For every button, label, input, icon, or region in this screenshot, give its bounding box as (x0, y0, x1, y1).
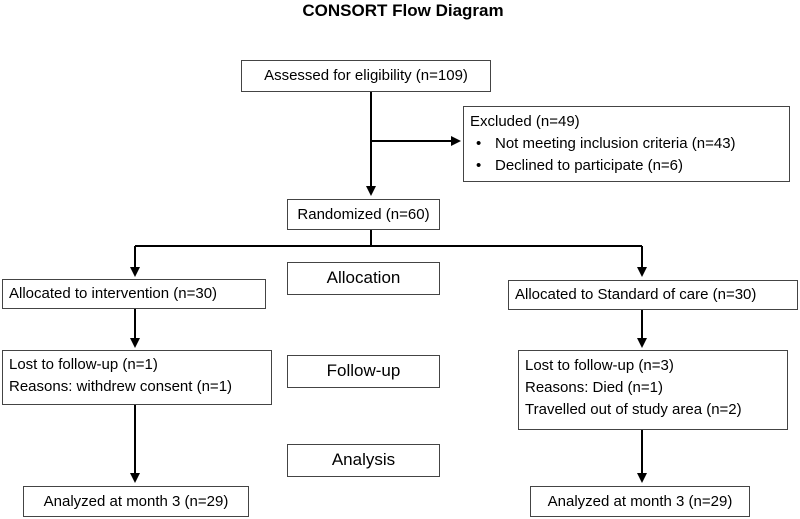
intervention-analyzed-text: Analyzed at month 3 (n=29) (43, 493, 229, 510)
soc-lost-box: Lost to follow-up (n=3) Reasons: Died (n… (518, 350, 788, 430)
intervention-lost-line: Lost to follow-up (n=1) (9, 356, 158, 373)
stage-analysis-label: Analysis (331, 450, 396, 469)
excluded-bullet: • Declined to participate (n=6) (470, 155, 783, 177)
soc-lost-line: Lost to follow-up (n=3) (525, 357, 674, 374)
soc-lost-line: Reasons: Died (n=1) (525, 379, 663, 396)
excluded-box: Excluded (n=49) • Not meeting inclusion … (463, 106, 790, 182)
stage-allocation-label: Allocation (326, 268, 401, 287)
assessed-box: Assessed for eligibility (n=109) (241, 60, 491, 92)
randomized-text: Randomized (n=60) (297, 206, 430, 223)
stage-followup: Follow-up (287, 355, 440, 388)
stage-allocation: Allocation (287, 262, 440, 295)
randomized-box: Randomized (n=60) (287, 199, 440, 230)
excluded-bullet-text: Not meeting inclusion criteria (n=43) (495, 135, 736, 152)
excluded-bullet-text: Declined to participate (n=6) (495, 157, 684, 174)
stage-analysis: Analysis (287, 444, 440, 477)
excluded-bullet: • Not meeting inclusion criteria (n=43) (470, 133, 783, 155)
intervention-lost-line: Reasons: withdrew consent (n=1) (9, 378, 233, 395)
stage-followup-label: Follow-up (326, 361, 401, 380)
excluded-heading: Excluded (n=49) (470, 113, 580, 130)
soc-lost-line: Travelled out of study area (n=2) (525, 401, 742, 418)
intervention-allocated-box: Allocated to intervention (n=30) (2, 279, 266, 309)
diagram-title: CONSORT Flow Diagram (302, 1, 504, 20)
soc-allocated-text: Allocated to Standard of care (n=30) (515, 286, 757, 303)
intervention-allocated-text: Allocated to intervention (n=30) (9, 285, 218, 302)
soc-analyzed-text: Analyzed at month 3 (n=29) (547, 493, 733, 510)
soc-analyzed-box: Analyzed at month 3 (n=29) (530, 486, 750, 517)
intervention-analyzed-box: Analyzed at month 3 (n=29) (23, 486, 249, 517)
intervention-lost-box: Lost to follow-up (n=1) Reasons: withdre… (2, 350, 272, 405)
soc-allocated-box: Allocated to Standard of care (n=30) (508, 280, 798, 310)
assessed-text: Assessed for eligibility (n=109) (264, 67, 468, 84)
